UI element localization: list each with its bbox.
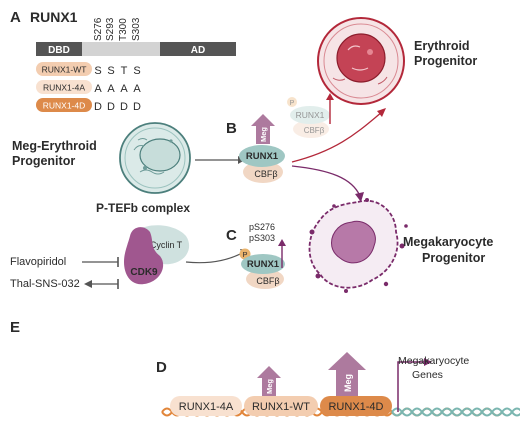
panel-c: C pS276 pS303 P RUNX1 CBFβ: [226, 222, 286, 289]
phospho-circle-c: [239, 248, 251, 260]
meg-up-arrow-b: [251, 114, 275, 144]
protein-label-4a: RUNX1-4A: [179, 401, 234, 413]
faded-cbfb-label: CBFβ: [304, 126, 325, 135]
variant-pill-4a: [36, 80, 92, 94]
megakaryocyte-genes-label-line2: Genes: [412, 369, 443, 381]
dna-strand-teal-2: [391, 407, 520, 417]
phospho-site-1: pS276: [249, 222, 275, 232]
panel-label-a: A: [10, 9, 21, 26]
erythroid-cell-icon: [317, 17, 405, 105]
megakaryocyte-label-line2: Progenitor: [422, 251, 485, 265]
phospho-label-c: P: [242, 250, 247, 259]
residue-4a-1: A: [94, 83, 102, 95]
panel-label-e: E: [10, 319, 20, 336]
ptefb-complex-group: P-TEFb complex Cyclin T CDK9 Flavopirido…: [10, 201, 248, 290]
ptefb-title: P-TEFb complex: [96, 201, 190, 215]
cyclin-t-label: Cyclin T: [150, 240, 183, 250]
meg-arrow-large: [328, 352, 366, 396]
faded-runx1-label: RUNX1: [296, 110, 325, 120]
runx1-label-b: RUNX1: [246, 151, 279, 162]
panel-a: A RUNX1 S276 S293 T300 S303 DBD AD RUNX1…: [10, 9, 236, 113]
meg-erythroid-cell-icon: [119, 122, 191, 194]
runx1-title: RUNX1: [30, 9, 78, 25]
variant-label-4a: RUNX1-4A: [43, 83, 85, 93]
runx1-blob-c: [241, 254, 285, 274]
site-label-s276: S276: [93, 17, 104, 41]
cbfb-label-c: CBFβ: [256, 276, 279, 286]
megakaryocyte-cell-icon: [308, 198, 408, 293]
megakaryocyte-progenitor: Megakaryocyte Progenitor: [308, 198, 493, 293]
meg-erythroid-label-line1: Meg-Erythroid: [12, 139, 97, 153]
dbd-label: DBD: [48, 45, 70, 56]
transcription-start-arrow: [397, 361, 426, 412]
variant-pill-wt: [36, 62, 92, 76]
residue-4a-4: A: [133, 83, 141, 95]
panel-b: B Meg RUNX1 CBFβ: [226, 114, 285, 183]
residue-wt-3: T: [121, 65, 128, 77]
residue-4d-3: D: [120, 101, 128, 113]
arrow-to-complex-c: [185, 251, 245, 264]
protein-pill-4d: [320, 396, 392, 416]
phospho-site-2: pS303: [249, 233, 275, 243]
runx1-label-c: RUNX1: [247, 259, 280, 270]
residue-wt-1: S: [94, 65, 101, 77]
site-label-s293: S293: [105, 17, 116, 41]
cbfb-blob-c: [246, 269, 284, 289]
erythroid-label-line2: Progenitor: [414, 54, 477, 68]
meg-erythroid-progenitor: Meg-Erythroid Progenitor: [12, 122, 245, 194]
ad-label: AD: [191, 45, 205, 56]
cbfb-blob-b: [243, 161, 283, 183]
cdk9-label: CDK9: [130, 267, 158, 278]
ad-domain: [160, 42, 236, 56]
variant-label-4d: RUNX1-4D: [43, 101, 86, 111]
protein-label-wt: RUNX1-WT: [252, 401, 310, 413]
inhibitor-thal-sns-032: Thal-SNS-032: [10, 278, 80, 290]
protein-pill-wt: [244, 396, 318, 416]
residue-4a-2: A: [107, 83, 115, 95]
dbd-domain: [36, 42, 82, 56]
residue-4a-3: A: [120, 83, 128, 95]
erythroid-progenitor: P RUNX1 CBFβ Erythroid Progenitor: [287, 17, 477, 138]
faded-phospho-complex: P RUNX1 CBFβ: [287, 97, 330, 138]
inhibitor-flavopiridol: Flavopiridol: [10, 256, 66, 268]
dna-strand-teal: [391, 407, 520, 417]
residue-4d-2: D: [107, 101, 115, 113]
erythroid-label-line1: Erythroid: [414, 39, 470, 53]
megakaryocyte-label-line1: Megakaryocyte: [403, 235, 493, 249]
meg-up-arrow-head-c: [278, 239, 286, 246]
meg-label-small: Meg: [265, 379, 274, 394]
meg-label-large: Meg: [343, 374, 353, 392]
arrow-to-erythroid: [291, 111, 383, 163]
variant-pill-4d: [36, 98, 92, 112]
runx1-blob-b: [239, 145, 285, 167]
panel-label-d: D: [156, 359, 167, 376]
site-label-s303: S303: [131, 17, 142, 41]
site-label-t300: T300: [118, 18, 129, 41]
transcription-arrow-head: [424, 358, 432, 366]
faded-phospho-label: P: [290, 100, 295, 107]
residue-4d-1: D: [94, 101, 102, 113]
arrow-head-megakaryocyte: [355, 192, 364, 202]
panel-label-b: B: [226, 120, 237, 137]
panel-d: D Megakaryocyte Genes Meg Meg RUNX1-4A R…: [156, 352, 520, 417]
arrow-to-megakaryocyte: [291, 165, 361, 197]
arrow-head-erythroid: [377, 108, 386, 117]
cdk9-shape: [124, 227, 164, 285]
variant-label-wt: RUNX1-WT: [42, 65, 87, 75]
protein-label-4d: RUNX1-4D: [328, 401, 383, 413]
panel-label-c: C: [226, 227, 237, 244]
meg-erythroid-label-line2: Progenitor: [12, 154, 75, 168]
erythroid-up-arrow-head: [326, 93, 334, 100]
protein-pill-4a: [170, 396, 242, 416]
meg-arrow-small: [257, 366, 281, 396]
megakaryocyte-genes-label-line1: Megakaryocyte: [398, 355, 469, 367]
residue-4d-4: D: [133, 101, 141, 113]
residue-wt-4: S: [133, 65, 140, 77]
meg-label-b: Meg: [259, 127, 268, 142]
cbfb-label-b: CBFβ: [254, 169, 277, 179]
degradation-arrow-head-thal: [84, 280, 92, 288]
residue-wt-2: S: [107, 65, 114, 77]
